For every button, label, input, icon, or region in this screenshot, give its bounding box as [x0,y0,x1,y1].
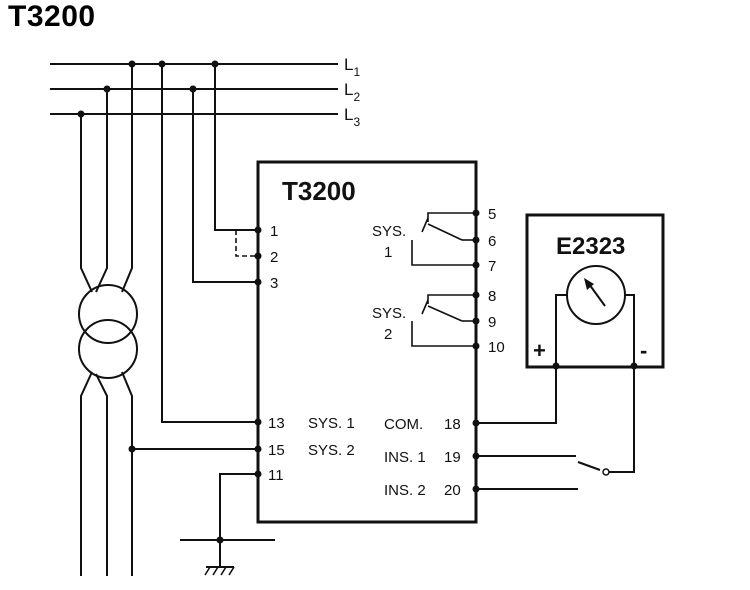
right-label-com: COM. [384,416,423,433]
terminal-number: 20 [444,482,461,499]
wire-switch-to-meter-minus [609,366,635,473]
terminal-dot [254,278,262,286]
terminal-number: 2 [270,249,278,266]
terminal-number: 5 [488,206,496,223]
junction-dot [216,536,224,544]
meter-box [525,213,665,369]
meter-needle [588,283,606,307]
sys2-contact-wire-10 [411,321,476,347]
right-label-ins1: INS. 1 [384,449,426,466]
wire-l2-to-terminal-3 [192,89,258,283]
page-title: T3200 [8,0,96,33]
meter-minus-sign: - [640,338,647,363]
terminal-number: 19 [444,449,461,466]
wire-transformer-out-3 [121,371,133,576]
phase-label-l1: L1 [344,55,360,79]
terminal-number: 10 [488,339,505,356]
wire-l1-to-terminal-13 [161,64,258,423]
meter-plus-sign: + [533,338,546,363]
dashed-bridge-1-2 [235,230,258,257]
wire-transformer-out-1 [80,371,93,576]
sys2-contact-wire-8 [427,294,476,304]
meter-needle-arrow-icon [584,278,594,290]
terminal-dot [472,317,480,325]
terminal-dot [254,445,262,453]
terminal-dot [472,261,480,269]
terminal-dot [472,291,480,299]
meter-plus-lead [555,294,567,366]
sys1-contact-wire-7 [411,240,476,266]
terminal-dot [472,209,480,217]
sys1-contact-mark [421,217,429,233]
terminal-number: 11 [268,467,284,484]
phase-label-l3: L3 [344,105,360,129]
terminal-number: 13 [268,415,285,432]
phase-label-l2: L2 [344,80,360,104]
wire-l1-to-terminal-1 [214,64,258,231]
sys1-label: SYS. [372,223,406,240]
terminal-dot [552,362,560,370]
terminal-number: 8 [488,288,496,305]
wire-l1-to-transformer [121,64,133,293]
ins-switch-blade [577,461,601,471]
terminal-dot [254,226,262,234]
sys1-contact-wire-5 [427,212,476,222]
sys1-switch-blade [427,223,463,241]
terminal-dot [254,252,262,260]
meter-name: E2323 [556,233,625,260]
terminal-dot [254,470,262,478]
sys2-contact-mark [421,299,429,315]
terminal-number: 7 [488,258,496,275]
terminal-number: 18 [444,416,461,433]
terminal-number: 9 [488,314,496,331]
left-label-sys2: SYS. 2 [308,442,355,459]
ins-switch-contact [602,468,610,476]
terminal-number: 15 [268,442,285,459]
relay-name: T3200 [282,176,356,206]
relay-box [256,160,478,524]
wire-transformer-out-2 [95,373,108,576]
wire-terminal-11-to-ground [219,473,258,566]
transformer-secondary-coil [78,319,138,379]
sys2-switch-blade [427,305,463,322]
junction-dot [128,445,136,453]
ground-icon [204,566,235,576]
wire-l3-to-transformer [80,114,93,293]
sys2-label-number: 2 [384,326,392,343]
sys2-label: SYS. [372,305,406,322]
left-label-sys1: SYS. 1 [308,415,355,432]
wire-l2-to-transformer [95,89,108,293]
right-label-ins2: INS. 2 [384,482,426,499]
terminal-dot [630,362,638,370]
terminal-dot [254,418,262,426]
transformer-primary-coil [78,284,138,344]
sys1-label-number: 1 [384,244,392,261]
terminal-number: 3 [270,275,278,292]
wire-com-to-meter-plus [476,366,557,424]
terminal-number: 6 [488,233,496,250]
terminal-number: 1 [270,223,278,240]
terminal-dot [472,236,480,244]
terminal-dot [472,342,480,350]
meter-minus-lead [625,294,635,366]
